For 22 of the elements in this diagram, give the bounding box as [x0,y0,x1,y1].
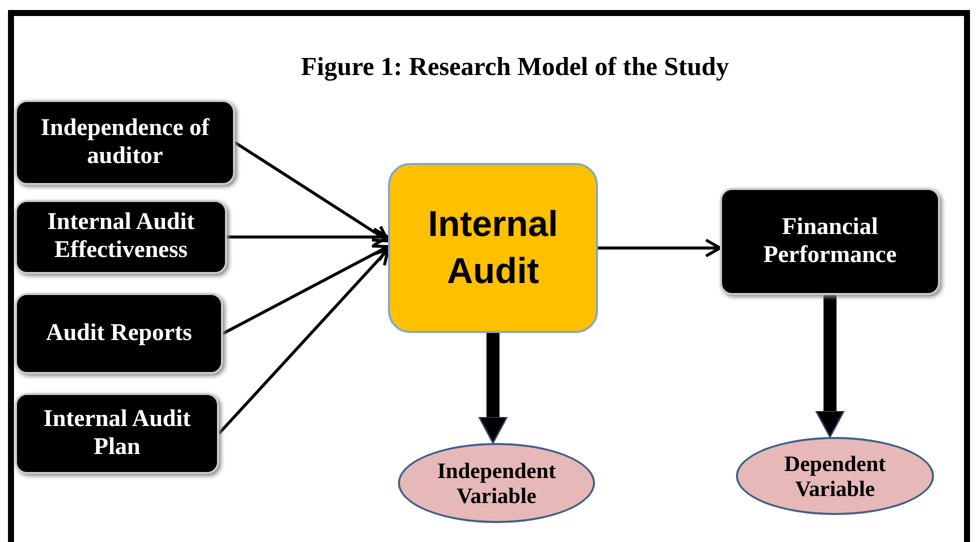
node-label: Independence of auditor [40,114,211,170]
node-label: Internal Audit [426,202,560,293]
node-label: Independent Variable [436,458,557,508]
block-arrow [815,295,845,438]
block-arrow [478,333,508,444]
label-box [15,100,235,185]
arrow [218,248,390,435]
node-label: Audit Reports [46,320,192,348]
figure-title: Figure 1: Research Model of the Study [300,52,730,82]
node-label: Financial Performance [762,214,898,270]
label-box [720,188,940,295]
arrow [227,228,390,246]
node-label: Internal Audit Plan [42,406,192,462]
node-label: Dependent Variable [783,450,887,502]
node-label: Internal Audit Effectiveness [46,209,196,265]
central-box [388,163,598,333]
arrow [598,238,722,258]
arrow [234,141,390,242]
arrow [222,244,390,335]
label-box [15,200,227,274]
label-box [15,293,223,374]
label-box [15,393,219,474]
